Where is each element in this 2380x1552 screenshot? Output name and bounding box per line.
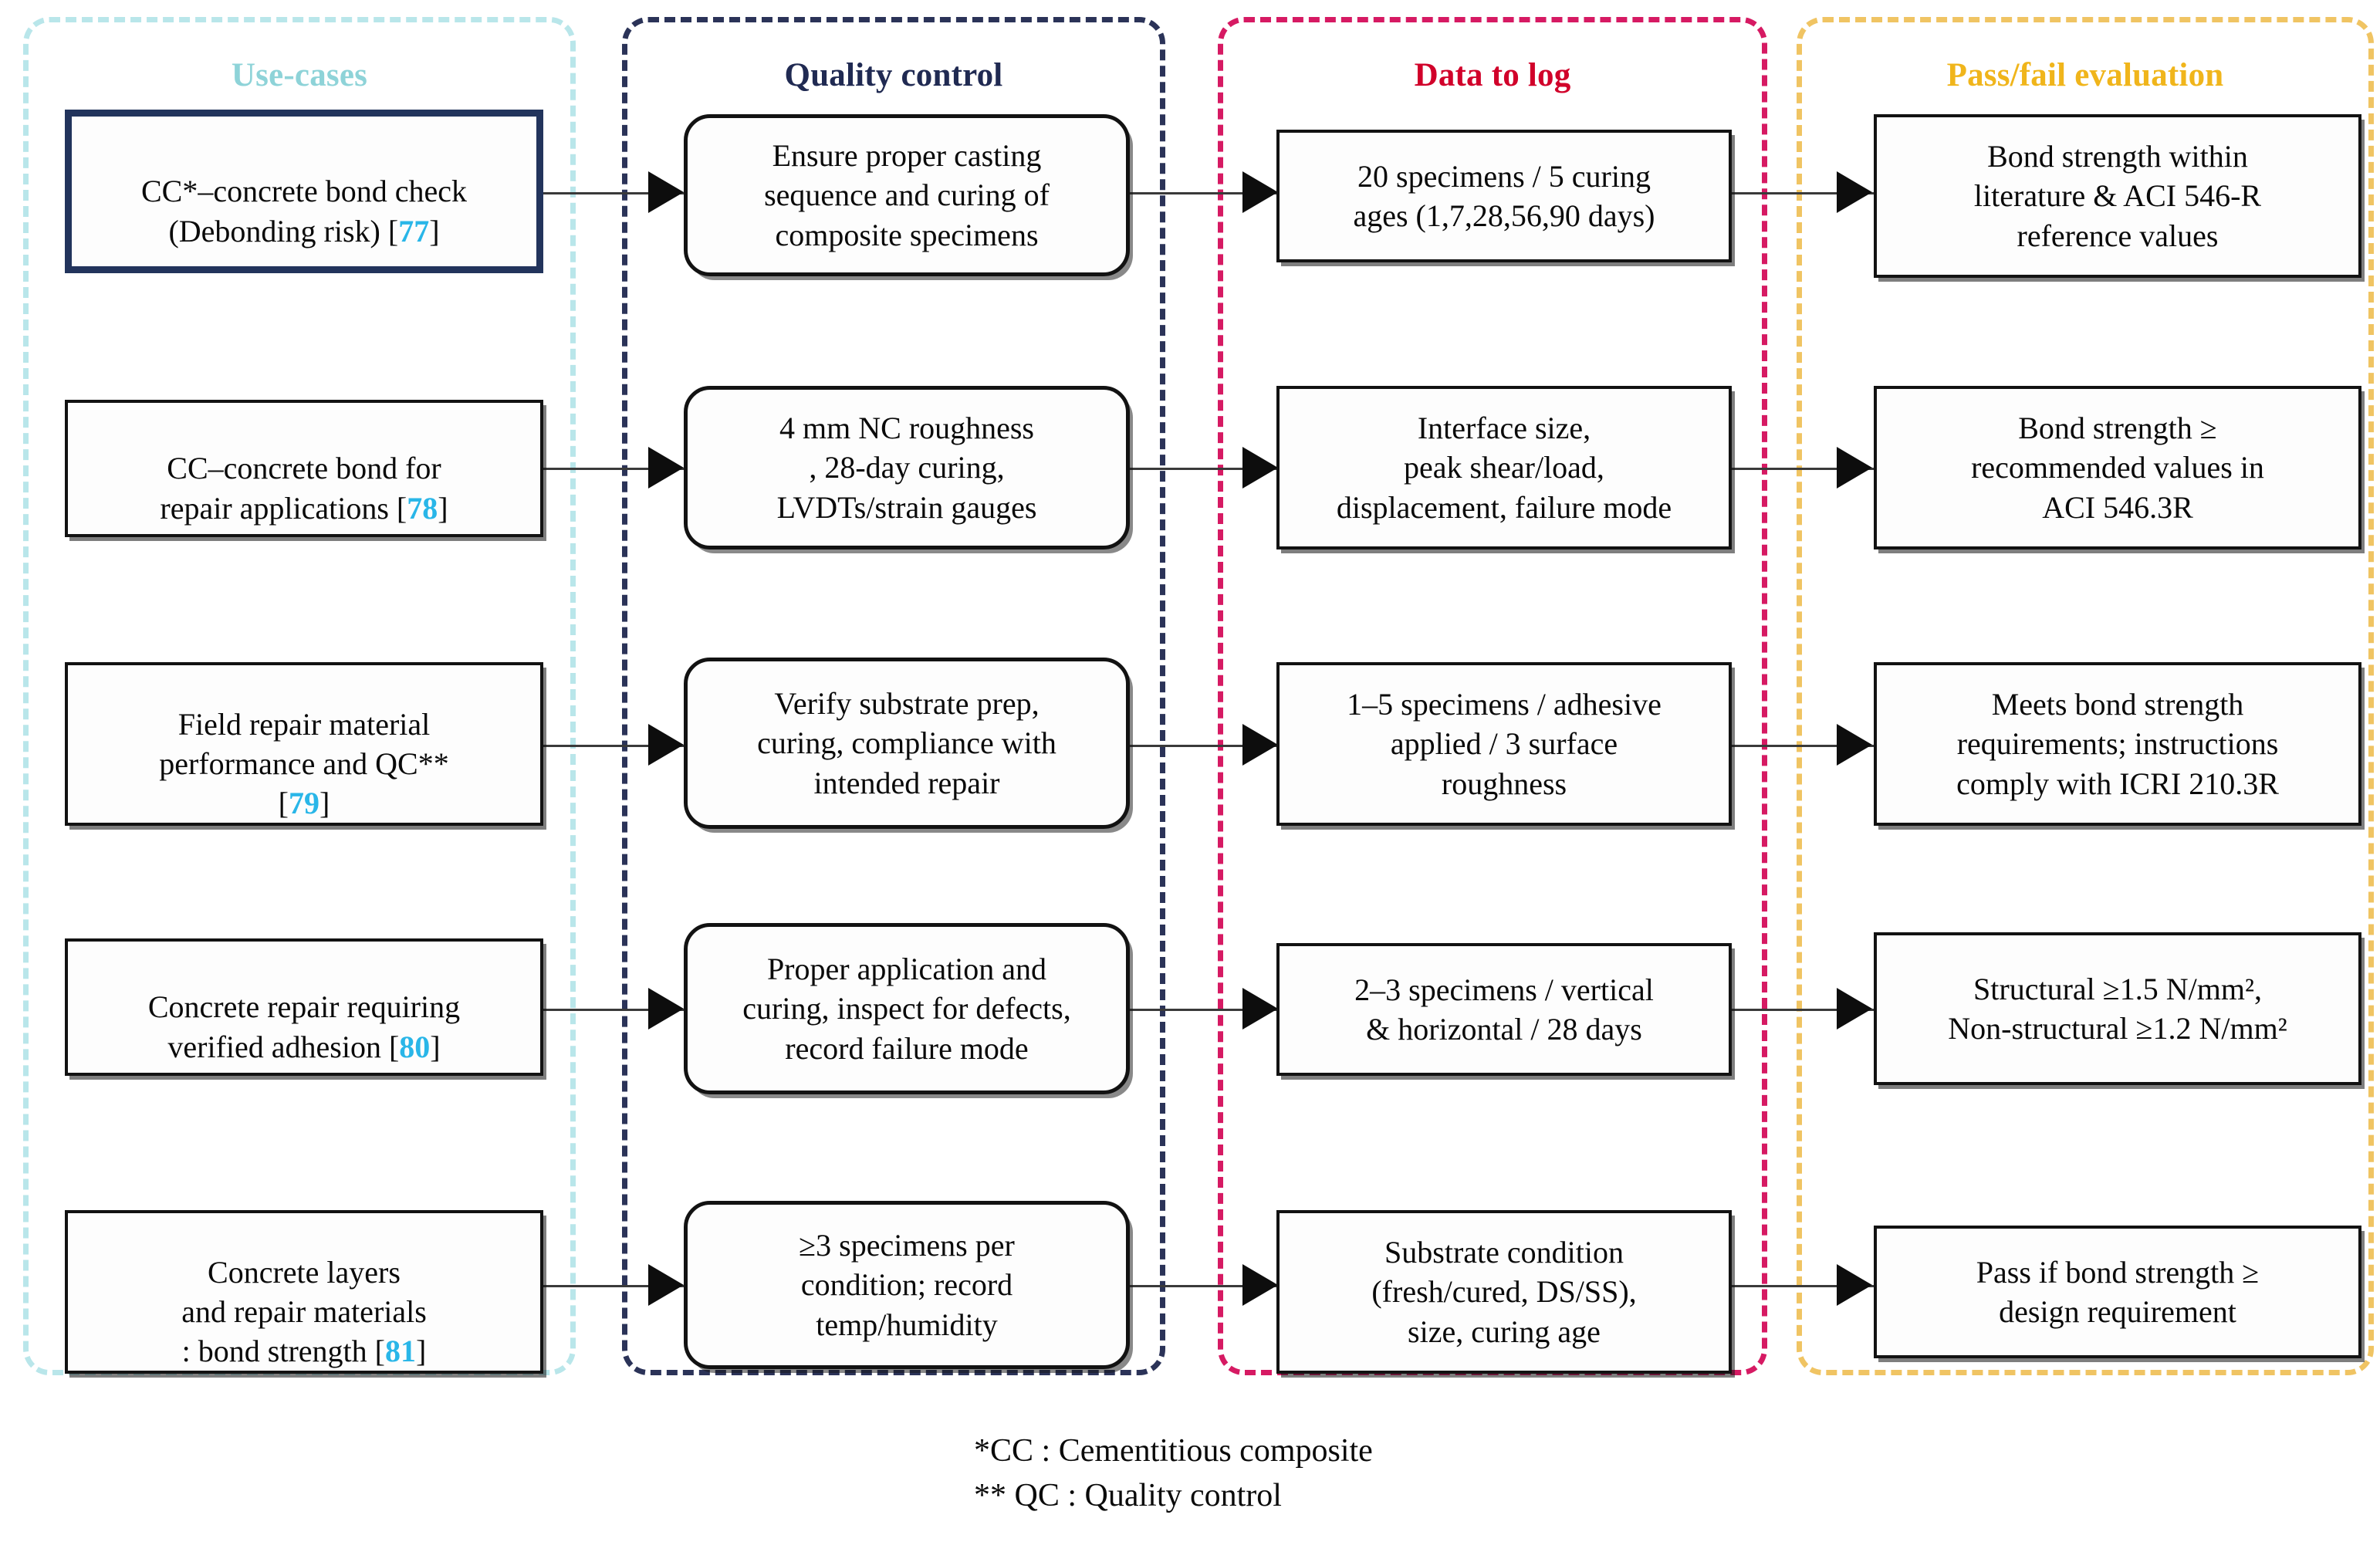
arrowhead-r3-c2	[648, 724, 684, 766]
panel-title-data-to-log: Data to log	[1414, 57, 1571, 93]
use-case-box-1[interactable]: CC*–concrete bond check (Debonding risk)…	[65, 110, 543, 273]
connector-r4-c1-c2	[540, 1009, 684, 1011]
quality-control-text-3: Verify substrate prep, curing, complianc…	[757, 686, 1056, 800]
data-to-log-box-1[interactable]: 20 specimens / 5 curing ages (1,7,28,56,…	[1276, 130, 1732, 262]
arrowhead-r3-c3	[1242, 724, 1278, 766]
panel-title-use-cases: Use-cases	[231, 57, 368, 93]
data-to-log-text-1: 20 specimens / 5 curing ages (1,7,28,56,…	[1353, 158, 1655, 233]
data-to-log-text-5: Substrate condition (fresh/cured, DS/SS)…	[1371, 1235, 1637, 1349]
use-case-box-2[interactable]: CC–concrete bond for repair applications…	[65, 400, 543, 537]
connector-r2-c1-c2	[540, 468, 684, 470]
pass-fail-box-3[interactable]: Meets bond strength requirements; instru…	[1874, 662, 2361, 826]
connector-r3-c1-c2	[540, 745, 684, 747]
data-to-log-text-4: 2–3 specimens / vertical & horizontal / …	[1354, 972, 1654, 1047]
citation-81: 81	[384, 1334, 416, 1369]
pass-fail-text-2: Bond strength ≥ recommended values in AC…	[1971, 411, 2264, 525]
arrowhead-r4-c4	[1837, 988, 1872, 1030]
arrowhead-r5-c2	[648, 1264, 684, 1306]
connector-r4-c2-c3	[1130, 1009, 1276, 1011]
use-case-box-4[interactable]: Concrete repair requiring verified adhes…	[65, 938, 543, 1076]
pass-fail-text-1: Bond strength within literature & ACI 54…	[1973, 139, 2262, 253]
pass-fail-box-4[interactable]: Structural ≥1.5 N/mm², Non-structural ≥1…	[1874, 932, 2361, 1085]
arrowhead-r5-c4	[1837, 1264, 1872, 1306]
panel-title-quality-control: Quality control	[784, 57, 1003, 93]
data-to-log-box-4[interactable]: 2–3 specimens / vertical & horizontal / …	[1276, 943, 1732, 1076]
connector-r2-c2-c3	[1130, 468, 1276, 470]
arrowhead-r2-c3	[1242, 447, 1278, 489]
panel-quality-control: Quality control	[622, 17, 1165, 1375]
panel-pass-fail-evaluation: Pass/fail evaluation	[1797, 17, 2374, 1375]
arrowhead-r1-c2	[648, 171, 684, 213]
use-case-text-1: CC*–concrete bond check (Debonding risk)…	[140, 174, 468, 249]
arrowhead-r4-c2	[648, 988, 684, 1030]
quality-control-text-1: Ensure proper casting sequence and curin…	[764, 138, 1050, 252]
quality-control-text-4: Proper application and curing, inspect f…	[742, 952, 1071, 1066]
use-case-text-5: Concrete layers and repair materials : b…	[181, 1254, 427, 1369]
quality-control-box-4[interactable]: Proper application and curing, inspect f…	[684, 923, 1130, 1094]
arrowhead-r2-c2	[648, 447, 684, 489]
use-case-box-3[interactable]: Field repair material performance and QC…	[65, 662, 543, 826]
arrowhead-r5-c3	[1242, 1264, 1278, 1306]
pass-fail-text-5: Pass if bond strength ≥ design requireme…	[1976, 1254, 2260, 1329]
pass-fail-box-1[interactable]: Bond strength within literature & ACI 54…	[1874, 114, 2361, 278]
quality-control-text-2: 4 mm NC roughness , 28-day curing, LVDTs…	[776, 411, 1037, 525]
data-to-log-box-5[interactable]: Substrate condition (fresh/cured, DS/SS)…	[1276, 1210, 1732, 1374]
arrowhead-r2-c4	[1837, 447, 1872, 489]
footnotes: *CC : Cementitious composite ** QC : Qua…	[974, 1433, 1373, 1513]
pass-fail-box-5[interactable]: Pass if bond strength ≥ design requireme…	[1874, 1226, 2361, 1358]
use-case-text-3: Field repair material performance and QC…	[159, 706, 449, 821]
data-to-log-box-2[interactable]: Interface size, peak shear/load, displac…	[1276, 386, 1732, 549]
citation-79: 79	[289, 786, 319, 821]
arrowhead-r1-c4	[1837, 171, 1872, 213]
data-to-log-text-3: 1–5 specimens / adhesive applied / 3 sur…	[1347, 687, 1662, 801]
connector-r2-c3-c4	[1732, 468, 1875, 470]
connector-r5-c3-c4	[1732, 1285, 1875, 1287]
quality-control-box-5[interactable]: ≥3 specimens per condition; record temp/…	[684, 1201, 1130, 1369]
panel-title-pass-fail-evaluation: Pass/fail evaluation	[1946, 57, 2224, 93]
connector-r5-c1-c2	[540, 1285, 684, 1287]
citation-80: 80	[399, 1029, 431, 1064]
pass-fail-text-3: Meets bond strength requirements; instru…	[1956, 687, 2279, 801]
arrowhead-r3-c4	[1837, 724, 1872, 766]
data-to-log-text-2: Interface size, peak shear/load, displac…	[1336, 411, 1672, 525]
pass-fail-text-4: Structural ≥1.5 N/mm², Non-structural ≥1…	[1948, 971, 2287, 1046]
connector-r3-c2-c3	[1130, 745, 1276, 747]
pass-fail-box-2[interactable]: Bond strength ≥ recommended values in AC…	[1874, 386, 2361, 549]
arrowhead-r4-c3	[1242, 988, 1278, 1030]
use-case-box-5[interactable]: Concrete layers and repair materials : b…	[65, 1210, 543, 1374]
connector-r4-c3-c4	[1732, 1009, 1875, 1011]
arrowhead-r1-c3	[1242, 171, 1278, 213]
connector-r1-c2-c3	[1130, 192, 1276, 194]
citation-77: 77	[398, 213, 430, 249]
quality-control-text-5: ≥3 specimens per condition; record temp/…	[799, 1228, 1015, 1342]
connector-r1-c3-c4	[1732, 192, 1875, 194]
quality-control-box-2[interactable]: 4 mm NC roughness , 28-day curing, LVDTs…	[684, 386, 1130, 549]
data-to-log-box-3[interactable]: 1–5 specimens / adhesive applied / 3 sur…	[1276, 662, 1732, 826]
connector-r1-c1-c2	[540, 192, 684, 194]
use-case-text-4: Concrete repair requiring verified adhes…	[147, 989, 461, 1064]
citation-78: 78	[407, 490, 438, 526]
connector-r5-c2-c3	[1130, 1285, 1276, 1287]
quality-control-box-3[interactable]: Verify substrate prep, curing, complianc…	[684, 658, 1130, 829]
connector-r3-c3-c4	[1732, 745, 1875, 747]
use-case-text-2: CC–concrete bond for repair applications…	[160, 451, 448, 526]
quality-control-box-1[interactable]: Ensure proper casting sequence and curin…	[684, 114, 1130, 276]
